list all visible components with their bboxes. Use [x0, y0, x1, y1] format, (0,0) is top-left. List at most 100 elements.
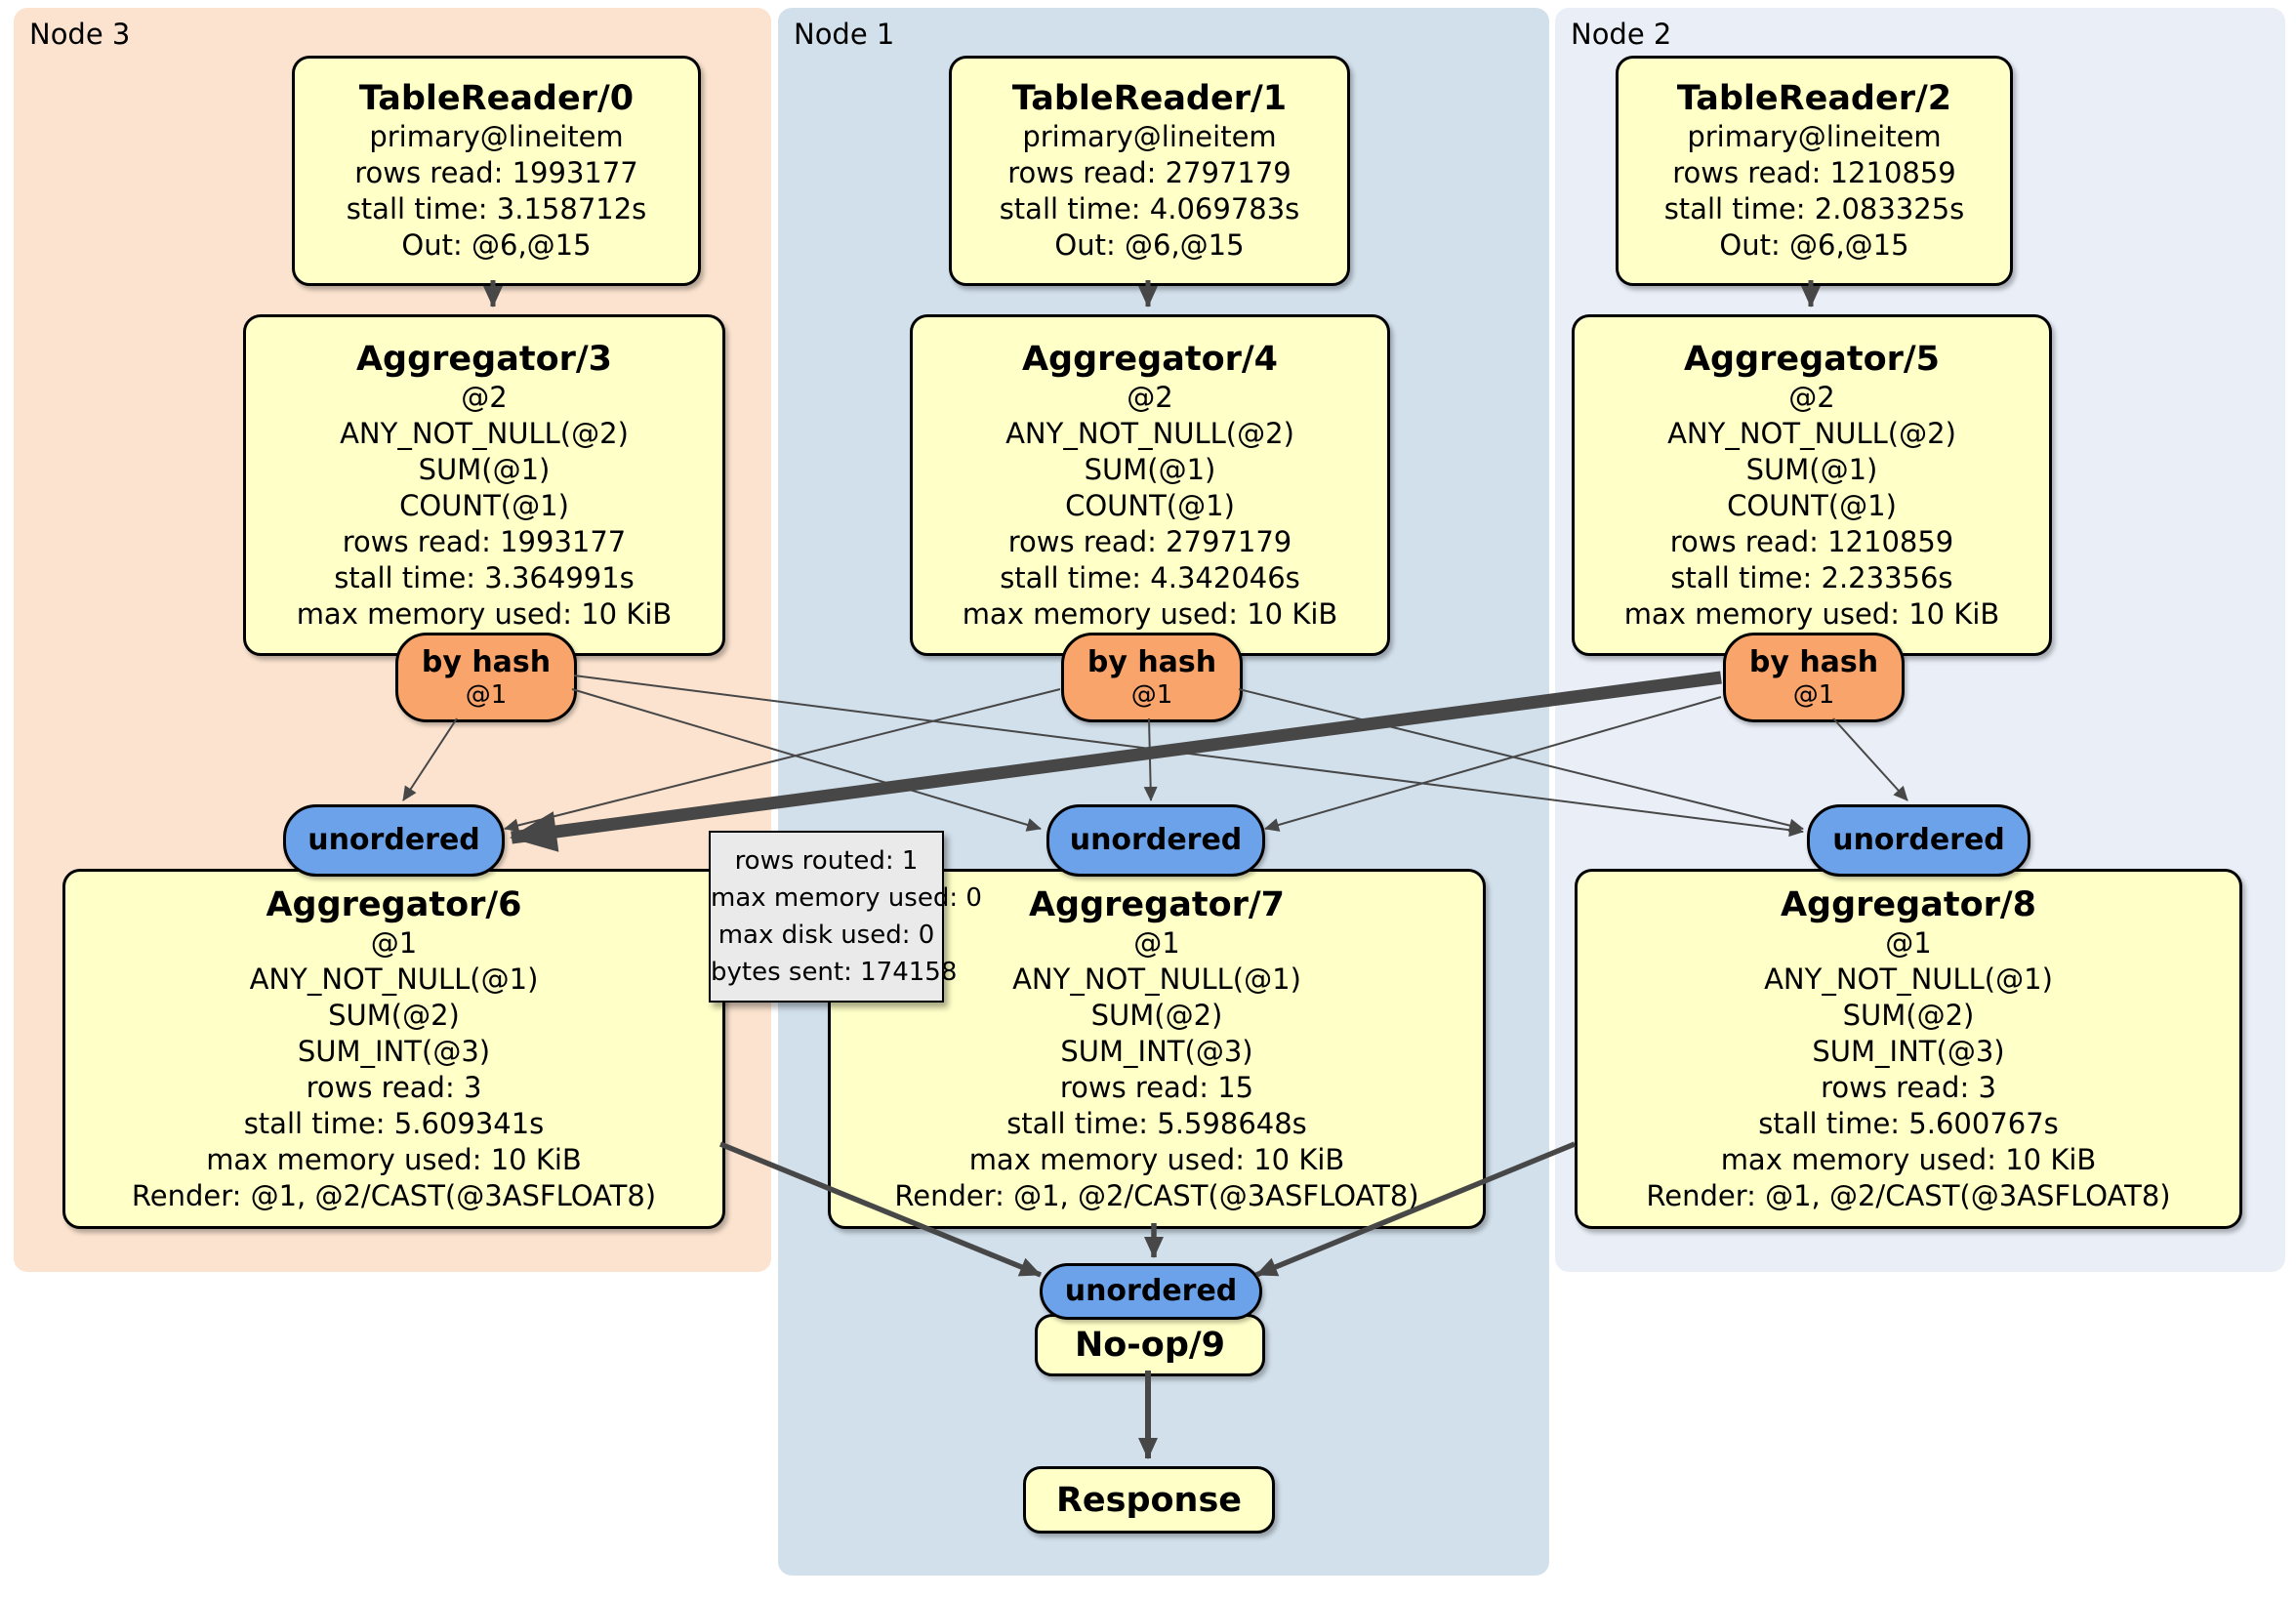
text-line: stall time: 5.609341s — [243, 1106, 545, 1140]
text-line: max memory used: 10 KiB — [206, 1142, 582, 1176]
sync-label: unordered — [308, 823, 480, 857]
text-line: Render: @1, @2/CAST(@3ASFLOAT8) — [1646, 1178, 2171, 1212]
text-line: max disk used: 0 — [718, 921, 935, 950]
router-by-hash-node2[interactable]: by hash @1 — [1723, 633, 1905, 722]
text-line: SUM(@2) — [328, 998, 460, 1032]
processor-title: TableReader/2 — [1676, 79, 1952, 118]
processor-title: Aggregator/4 — [1021, 339, 1279, 379]
text-line: rows read: 3 — [306, 1070, 482, 1104]
text-line: stall time: 4.342046s — [1000, 560, 1300, 594]
text-line: bytes sent: 174158 — [711, 958, 958, 987]
text-line: Out: @6,@15 — [1719, 228, 1909, 262]
router-label: by hash — [1748, 645, 1879, 679]
text-line: @2 — [461, 380, 508, 414]
text-line: stall time: 5.598648s — [1006, 1106, 1307, 1140]
text-line: stall time: 3.364991s — [334, 560, 635, 594]
text-line: max memory used: 10 KiB — [962, 596, 1338, 631]
text-line: ANY_NOT_NULL(@1) — [1764, 962, 2053, 996]
text-line: COUNT(@1) — [1727, 488, 1897, 522]
router-by-hash-node1[interactable]: by hash @1 — [1061, 633, 1243, 722]
text-line: ANY_NOT_NULL(@2) — [1667, 416, 1956, 450]
router-by-hash-node3[interactable]: by hash @1 — [395, 633, 577, 722]
text-line: SUM(@1) — [1745, 452, 1878, 486]
text-line: rows read: 1210859 — [1672, 156, 1956, 189]
text-line: SUM_INT(@3) — [1060, 1034, 1253, 1068]
text-line: rows read: 2797179 — [1007, 524, 1292, 558]
text-line: max memory used: 10 KiB — [296, 596, 673, 631]
text-line: rows read: 2797179 — [1007, 156, 1292, 189]
text-line: COUNT(@1) — [1065, 488, 1235, 522]
text-line: rows read: 1993177 — [354, 156, 638, 189]
text-line: rows read: 15 — [1059, 1070, 1254, 1104]
router-key: @1 — [1792, 680, 1835, 710]
text-line: rows read: 1210859 — [1669, 524, 1954, 558]
text-line: @1 — [1885, 925, 1932, 960]
text-line: SUM(@1) — [418, 452, 551, 486]
text-line: rows read: 1993177 — [342, 524, 627, 558]
response-node[interactable]: Response — [1023, 1466, 1275, 1534]
node-panel-label: Node 3 — [29, 18, 131, 51]
text-line: @1 — [370, 925, 418, 960]
processor-noop-9[interactable]: No-op/9 — [1035, 1314, 1265, 1376]
text-line: rows routed: 1 — [734, 846, 919, 876]
text-line: Render: @1, @2/CAST(@3ASFLOAT8) — [894, 1178, 1419, 1212]
text-line: @1 — [1133, 925, 1180, 960]
sync-label: unordered — [1069, 823, 1243, 857]
text-line: max memory used: 10 KiB — [1720, 1142, 2097, 1176]
text-line: @2 — [1127, 380, 1173, 414]
sync-unordered-node3[interactable]: unordered — [283, 804, 505, 877]
text-line: primary@lineitem — [1022, 120, 1277, 153]
router-label: by hash — [421, 645, 552, 679]
text-line: primary@lineitem — [1687, 120, 1942, 153]
text-line: ANY_NOT_NULL(@1) — [1012, 962, 1301, 996]
processor-title: Response — [1055, 1480, 1243, 1520]
text-line: SUM(@2) — [1842, 998, 1975, 1032]
processor-title: TableReader/0 — [358, 79, 635, 118]
processor-title: Aggregator/3 — [355, 339, 613, 379]
text-line: SUM(@2) — [1090, 998, 1223, 1032]
text-line: max memory used: 0 — [711, 883, 982, 913]
text-line: Out: @6,@15 — [1054, 228, 1245, 262]
text-line: stall time: 4.069783s — [999, 192, 1300, 225]
router-key: @1 — [1130, 680, 1173, 710]
text-line: max memory used: 10 KiB — [968, 1142, 1345, 1176]
processor-title: Aggregator/8 — [1780, 884, 2037, 924]
text-line: max memory used: 10 KiB — [1623, 596, 2000, 631]
text-line: stall time: 3.158712s — [346, 192, 647, 225]
sync-label: unordered — [1832, 823, 2005, 857]
text-line: COUNT(@1) — [399, 488, 569, 522]
text-line: rows read: 3 — [1821, 1070, 1996, 1104]
sync-unordered-node2[interactable]: unordered — [1807, 804, 2030, 877]
processor-title: TableReader/1 — [1011, 79, 1288, 118]
processor-title: Aggregator/6 — [266, 884, 522, 924]
text-line: SUM(@1) — [1084, 452, 1216, 486]
node-panel-label: Node 1 — [794, 18, 895, 51]
text-line: @2 — [1788, 380, 1835, 414]
processor-title: Aggregator/5 — [1683, 339, 1941, 379]
router-stats-tooltip: rows routed: 1 max memory used: 0 max disk… — [709, 831, 982, 1003]
sync-unordered-final[interactable]: unordered — [1040, 1263, 1262, 1320]
text-line: primary@lineitem — [369, 120, 624, 153]
sync-unordered-node1[interactable]: unordered — [1046, 804, 1265, 877]
text-line: stall time: 2.083325s — [1663, 192, 1965, 225]
router-key: @1 — [465, 680, 508, 710]
sync-label: unordered — [1064, 1274, 1238, 1308]
text-line: SUM_INT(@3) — [1812, 1034, 2005, 1068]
